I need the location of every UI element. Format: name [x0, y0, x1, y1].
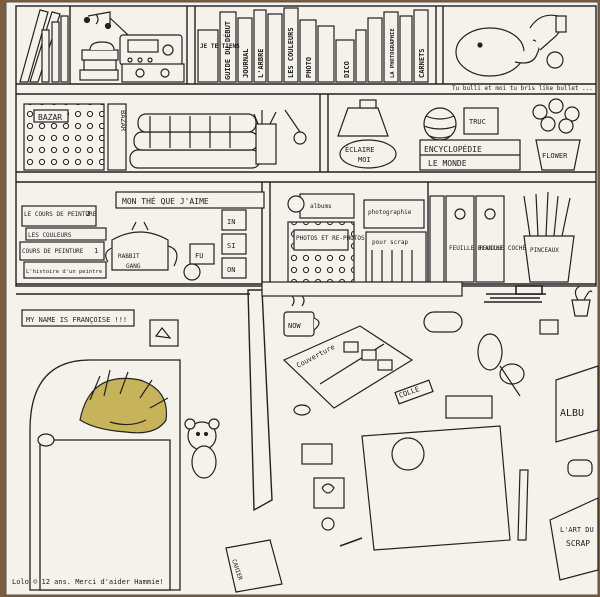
cours1: LE COURS DE PEINTURE — [24, 211, 97, 218]
spine-photo: PHOTO — [305, 57, 313, 78]
encyclo-line1: ENCYCLOPÉDIE — [424, 143, 482, 154]
scrap-book — [549, 497, 599, 581]
tea-on: ON — [227, 266, 235, 274]
photo-boxes — [287, 193, 427, 283]
sleeping-girl — [37, 369, 169, 447]
pencil-cup-icon — [253, 109, 307, 165]
spine-carnets: CARNETS — [418, 48, 426, 78]
magazine — [282, 325, 414, 409]
signature: Lolo ☺ 12 ans. Merci d'aider Hammie! — [12, 578, 164, 586]
pen — [339, 537, 363, 547]
yarn-ball-icon — [423, 107, 457, 141]
tea-si: SI — [227, 242, 235, 250]
music-notes-icon — [83, 11, 112, 30]
rabbit-line1: RABBIT — [118, 253, 140, 260]
scribble-pencils — [484, 285, 546, 303]
pour-scrap: pour scrap — [372, 239, 409, 246]
flower-pot-icon — [532, 98, 581, 171]
drawing-pad — [361, 425, 511, 551]
pencil-case — [423, 311, 463, 333]
album-box — [555, 365, 599, 443]
albums-label: albums — [310, 203, 332, 210]
mug-label: NOW — [288, 322, 301, 330]
tea-fu: FU — [195, 252, 203, 260]
piggy-bank-icon — [455, 14, 567, 77]
binder-label: BAZAR — [119, 110, 127, 132]
tea-tins — [183, 209, 247, 281]
name-banner-text: MY NAME IS FRANÇOISE !!! — [26, 316, 127, 324]
pinceaux-label: PINCEAUX — [530, 247, 559, 254]
spine-je-te-tiens: JE TE TIENS — [200, 43, 240, 50]
cours2: COURS DE PEINTURE — [22, 248, 84, 255]
bazar-label: BAZAR — [38, 113, 62, 122]
tea-in: IN — [227, 218, 235, 226]
album-label: ALBU — [560, 408, 584, 419]
photographe-label: photographie — [368, 209, 412, 216]
brushes-icon — [523, 191, 575, 283]
bazar-box — [23, 103, 105, 171]
towels-stack — [129, 113, 261, 169]
sharpener — [539, 319, 559, 335]
cours-couleurs: LES COULEURS — [28, 232, 72, 239]
book-stack — [79, 41, 119, 81]
glue-stick — [394, 379, 434, 405]
scissors-icon — [477, 333, 525, 397]
scrap-line1: L'ART DU — [560, 526, 594, 534]
leaning-books — [19, 9, 69, 83]
binders — [429, 195, 505, 283]
board-edge — [247, 289, 273, 512]
bazar-binder — [107, 103, 127, 171]
spine-dico: DICO — [343, 61, 351, 78]
notebook — [225, 539, 283, 593]
spine-la-photographie: LA PHOTOGRAPHIE — [390, 28, 396, 78]
picture-frame-icon — [149, 319, 179, 347]
feuille-blanche: FEUILLE BLANCHE — [449, 245, 504, 252]
truc-box — [463, 107, 499, 135]
teddy-bear-icon — [184, 418, 220, 479]
cutter-knife — [517, 469, 529, 541]
cours2-num: 1 — [94, 247, 98, 255]
spine-guide-debut: GUIDE DU DÉBUT — [223, 21, 232, 80]
feuille-cochee: FEUILLE COCHÉE — [479, 244, 530, 252]
stickers — [293, 395, 493, 531]
encyclo-line2: LE MONDE — [428, 159, 467, 168]
eclaire-line2: MOI — [358, 156, 371, 164]
book-spines — [197, 7, 429, 83]
bulle-note: Tu bulli et moi tu bris like bullet ... — [452, 85, 593, 92]
eraser — [567, 459, 593, 477]
name-banner — [21, 309, 135, 327]
teapot-icon — [105, 221, 178, 271]
mug-icon — [283, 295, 320, 337]
ruler — [261, 281, 463, 297]
spine-l-arbre: L'ARBRE — [257, 48, 265, 78]
cours-histoire: L'histoire d'un peintre — [26, 269, 102, 275]
painting-course-books — [19, 205, 107, 279]
truc-label: TRUC — [469, 118, 486, 126]
flower-label: FLOWER — [542, 152, 568, 160]
clock-radio — [121, 63, 185, 83]
tea-banner-text: MON THÉ QUE J'AIME — [122, 195, 209, 206]
cours1-num: 2 — [86, 210, 90, 218]
photos-label: PHOTOS ET RE-PHOTOS — [296, 235, 365, 242]
eclaire-line1: ÉCLAIRE — [345, 145, 375, 154]
spine-journal: JOURNAL — [242, 48, 250, 78]
encyclopedia — [419, 139, 521, 171]
tea-banner — [115, 191, 265, 209]
plant-pot-icon — [571, 285, 593, 317]
spine-couleurs: LES COULEURS — [287, 27, 295, 78]
lamp-icon — [337, 99, 397, 169]
rabbit-line2: GANG — [126, 263, 141, 270]
scrap-line2: SCRAP — [566, 539, 590, 548]
